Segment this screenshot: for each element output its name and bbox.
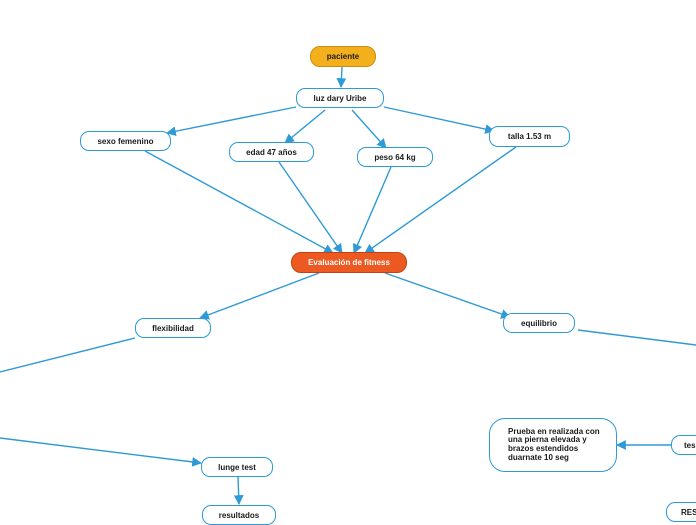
node-nombre[interactable]: luz dary Uribe [296,88,384,108]
link-evaluacion-equilibrio [384,272,511,319]
node-lunge-test[interactable]: lunge test [201,457,273,477]
link-lunge-resultados [233,476,244,505]
node-equilibrio[interactable]: equilibrio [503,313,575,333]
node-resultados[interactable]: resultados [202,505,276,525]
link-nombre-talla [383,106,495,134]
link-nombre-edad [284,109,326,144]
node-res-partial[interactable]: RES [666,502,696,522]
node-flexibilidad[interactable]: flexibilidad [135,318,211,338]
node-edad[interactable]: edad 47 años [229,142,314,162]
link-evaluacion-flexibilidad [199,272,320,320]
node-test-partial[interactable]: tes [671,435,696,455]
link-peso-evaluacion [352,166,392,254]
node-prueba-descripcion[interactable]: Prueba en realizada con una pierna eleva… [489,418,617,472]
node-evaluacion-fitness[interactable]: Evaluación de fitness [291,252,407,273]
link-offscreen-lunge [0,437,202,467]
node-sexo[interactable]: sexo femenino [80,131,171,151]
link-edad-evaluacion [278,161,343,254]
node-peso[interactable]: peso 64 kg [357,147,433,167]
link-sexo-evaluacion [144,150,334,254]
link-paciente-nombre [336,66,347,88]
link-flexibilidad-offscreen [0,337,136,373]
link-nombre-peso [351,109,387,149]
node-talla[interactable]: talla 1.53 m [489,126,570,147]
link-talla-evaluacion [364,146,517,254]
node-paciente[interactable]: paciente [310,46,376,67]
link-nombre-sexo [166,106,297,137]
link-equilibrio-offscreen [577,329,696,346]
